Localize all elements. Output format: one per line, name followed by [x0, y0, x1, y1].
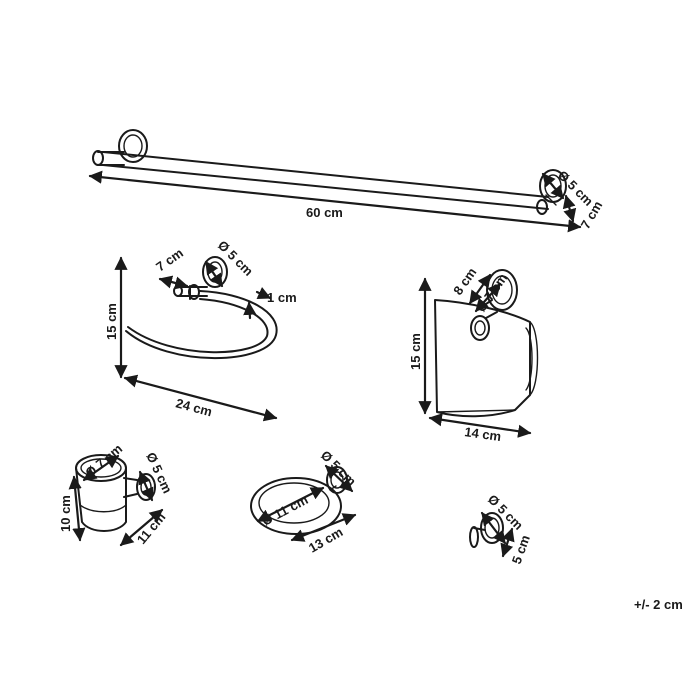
towel-bar-length-label: 60 cm	[306, 205, 343, 220]
robe-hook-projection-label: 5 cm	[509, 533, 533, 566]
soap-dish-diameter-dimension	[256, 486, 325, 523]
paper-holder-hub	[470, 315, 490, 341]
towel-ring-projection-dimension	[158, 275, 189, 290]
paper-holder-hub-cap	[474, 320, 486, 336]
tumbler-depth-dimension	[119, 508, 164, 547]
towel-ring: 15 cm 24 cm 7 cm Ø 5 cm 1 cm	[104, 238, 297, 422]
soap-dish-depth-dimension	[290, 513, 357, 542]
towel-ring-thickness-dimension-lower	[243, 301, 257, 320]
robe-hook-projection-dimension	[500, 527, 515, 558]
towel-bar-projection-dimension	[562, 194, 577, 223]
towel-ring-projection-label: 7 cm	[153, 245, 186, 274]
towel-ring-thickness-dimension	[255, 287, 272, 300]
tumbler-holder: 10 cm 11 cm Ø 7 cm Ø 5 cm	[58, 441, 175, 547]
tumbler-cup-ring	[79, 504, 127, 513]
paper-holder-arm-inner	[525, 327, 533, 391]
soap-dish-rosette-dimension	[324, 464, 354, 493]
tumbler-height-label: 10 cm	[58, 495, 73, 532]
towel-ring-loop-outer	[125, 290, 278, 360]
soap-dish-rosette-label: Ø 5 cm	[318, 448, 359, 489]
towel-bar-left-rosette	[92, 129, 148, 166]
towel-bar-diameter-dimension	[541, 172, 565, 200]
towel-bar: 60 cm Ø 5 cm 7 cm	[88, 129, 605, 233]
paper-holder-roll-arm	[529, 321, 539, 396]
paper-holder-diameter-dimension	[474, 282, 502, 313]
toilet-paper-holder: 15 cm 14 cm 8 cm Ø 7 cm	[408, 265, 539, 444]
robe-hook-tip	[469, 526, 479, 548]
paper-holder-depth-label: 8 cm	[450, 265, 479, 298]
soap-dish-depth-label: 13 cm	[306, 524, 345, 555]
towel-ring-thickness-label: 1 cm	[267, 290, 297, 305]
tolerance-note: +/- 2 cm	[634, 597, 683, 612]
towel-ring-width-dimension	[123, 374, 278, 422]
paper-holder-cover-edge	[436, 409, 516, 413]
towel-ring-height-label: 15 cm	[104, 303, 119, 340]
tumbler-cup-diameter-dimension	[82, 454, 120, 482]
robe-hook: Ø 5 cm 5 cm	[469, 492, 533, 566]
soap-dish: 13 cm Ø 11 cm Ø 5 cm	[250, 448, 359, 556]
towel-bar-rail-top	[102, 151, 549, 198]
towel-ring-loop-inner	[127, 298, 269, 354]
paper-holder-height-label: 15 cm	[408, 333, 423, 370]
towel-bar-length-dimension	[88, 170, 582, 233]
soap-dish-diameter-label: Ø 11 cm	[259, 492, 310, 529]
towel-ring-diameter-dimension	[204, 260, 224, 288]
tumbler-rosette-diameter-dimension	[138, 470, 154, 502]
towel-bar-rail-bottom	[102, 164, 549, 210]
tumbler-height-dimension	[68, 475, 86, 542]
paper-holder-width-dimension	[428, 413, 532, 438]
paper-holder-width-label: 14 cm	[464, 424, 503, 444]
